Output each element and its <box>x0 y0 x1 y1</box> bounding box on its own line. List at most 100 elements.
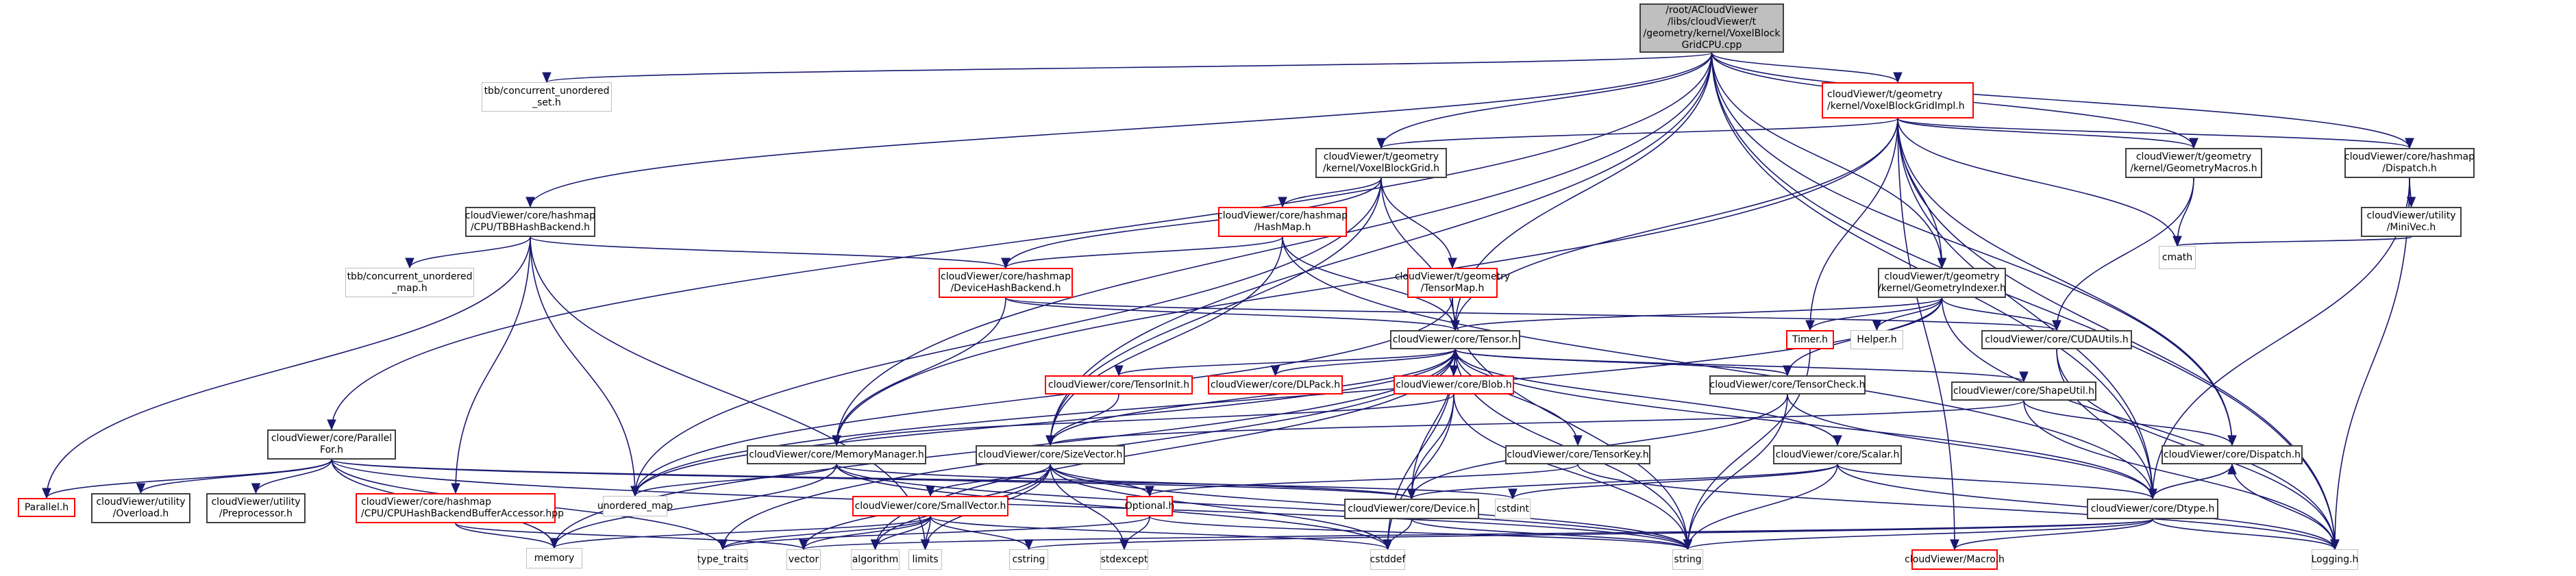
node-tensorinit[interactable]: cloudViewer/core/TensorInit.h <box>1045 375 1193 395</box>
node-overload[interactable]: cloudViewer/utility /Overload.h <box>91 493 190 523</box>
arrowhead-icon <box>451 483 460 494</box>
edge-memmgr-to-cstddef <box>836 464 1389 550</box>
arrowhead-icon <box>2052 320 2061 331</box>
arrowhead-icon <box>405 258 414 269</box>
edge-tensor-to-scalar <box>1454 349 1838 446</box>
node-sizevector[interactable]: cloudViewer/core/SizeVector.h <box>976 445 1125 464</box>
edge-parallelfor-to-parallel <box>46 459 332 499</box>
node-smallvector[interactable]: cloudViewer/core/SmallVector.h <box>852 496 1008 516</box>
node-scalar[interactable]: cloudViewer/core/Scalar.h <box>1773 445 1902 464</box>
edge-shapeutil-to-dispatch <box>2023 400 2233 446</box>
edge-smallvector-to-type_traits <box>722 516 931 550</box>
node-parallel[interactable]: Parallel.h <box>18 498 75 517</box>
arrowhead-icon <box>2227 435 2237 447</box>
arrowhead-icon <box>1407 488 1417 500</box>
edge-dispatch-to-logging <box>2231 464 2336 550</box>
edge-dtype-to-dispatch <box>2152 464 2233 499</box>
node-geom-macros[interactable]: cloudViewer/t/geometry /kernel/GeometryM… <box>2125 148 2262 178</box>
node-optional[interactable]: Optional.h <box>1125 496 1174 516</box>
edge-root-to-sizevector <box>1050 52 1713 446</box>
node-limits[interactable]: limits <box>908 549 942 570</box>
node-algorithm[interactable]: algorithm <box>851 549 900 570</box>
node-cstdint[interactable]: cstdint <box>1495 499 1531 519</box>
arrowhead-icon <box>1383 539 1393 551</box>
node-vbg[interactable]: cloudViewer/t/geometry /kernel/VoxelBloc… <box>1315 148 1447 178</box>
edge-vbg_impl-to-dispatch <box>1897 118 2233 446</box>
node-hm-dispatch[interactable]: cloudViewer/core/hashmap /Dispatch.h <box>2344 148 2475 178</box>
node-preprocessor[interactable]: cloudViewer/utility /Preprocessor.h <box>206 493 306 523</box>
edge-vbg_impl-to-geom_indexer <box>1897 118 1943 268</box>
edge-smallvector-to-cstddef <box>930 516 1389 550</box>
node-cmath[interactable]: cmath <box>2159 246 2196 269</box>
node-device[interactable]: cloudViewer/core/Device.h <box>1344 499 1479 519</box>
arrowhead-icon <box>1114 365 1124 377</box>
node-tbb-set[interactable]: tbb/concurrent_unordered _set.h <box>482 82 612 112</box>
node-tensor[interactable]: cloudViewer/core/Tensor.h <box>1390 330 1520 349</box>
arrowhead-icon <box>2405 138 2414 149</box>
node-blob[interactable]: cloudViewer/core/Blob.h <box>1394 375 1514 395</box>
node-timer[interactable]: Timer.h <box>1786 330 1834 349</box>
node-unordered-map[interactable]: unordered_map <box>597 496 673 516</box>
edge-minivec-to-cmath <box>2177 236 2412 247</box>
node-tbb-backend[interactable]: cloudViewer/core/hashmap /CPU/TBBHashBac… <box>465 207 595 237</box>
node-tbb-map[interactable]: tbb/concurrent_unordered _map.h <box>345 268 474 297</box>
edge-scalar-to-device <box>1411 464 1838 499</box>
edge-tbb_backend-to-unordered_map <box>530 236 636 497</box>
node-type-traits[interactable]: type_traits <box>697 549 748 570</box>
arrowhead-icon <box>1376 138 1386 149</box>
edge-geom_indexer-to-cudautils <box>1941 297 2057 331</box>
node-vector[interactable]: vector <box>787 549 821 570</box>
edge-sizevector-to-cstddef <box>1050 464 1389 550</box>
edge-root-to-tbb_set <box>546 52 1713 83</box>
edge-hashmap-to-sizevector <box>1050 236 1283 446</box>
node-tensorcheck[interactable]: cloudViewer/core/TensorCheck.h <box>1709 375 1866 395</box>
arrowhead-icon <box>2019 371 2029 383</box>
arrowhead-icon <box>1001 258 1011 269</box>
node-memory[interactable]: memory <box>526 548 582 568</box>
arrowhead-icon <box>136 483 146 494</box>
edge-vbg_impl-to-hm_dispatch <box>1897 118 2410 149</box>
edge-dtype-to-logging <box>2152 518 2336 550</box>
node-tensorkey[interactable]: cloudViewer/core/TensorKey.h <box>1505 445 1650 464</box>
node-device-backend[interactable]: cloudViewer/core/hashmap /DeviceHashBack… <box>939 268 1073 298</box>
edge-scalar-to-logging <box>1837 464 2336 550</box>
edge-tensorcheck-to-string <box>1687 394 1788 550</box>
arrowhead-icon <box>926 486 935 497</box>
node-root[interactable]: /root/ACloudViewer /libs/cloudViewer/t /… <box>1639 3 1784 53</box>
node-dispatch[interactable]: cloudViewer/core/Dispatch.h <box>2162 445 2303 464</box>
edge-device_backend-to-memmgr <box>836 297 1006 446</box>
node-macro[interactable]: cloudViewer/Macro.h <box>1905 549 2005 570</box>
node-tensormap[interactable]: cloudViewer/t/geometry /TensorMap.h <box>1395 268 1510 298</box>
node-string[interactable]: string <box>1672 549 1703 570</box>
edge-parallelfor-to-preprocessor <box>255 459 332 494</box>
arrowhead-icon <box>251 483 261 494</box>
edge-scalar-to-string <box>1687 464 1838 550</box>
edge-tensormap-to-unordered_map <box>634 297 1453 497</box>
edge-device_backend-to-tensor <box>1005 297 1456 331</box>
node-geom-indexer[interactable]: cloudViewer/t/geometry /kernel/GeometryI… <box>1878 268 2006 298</box>
node-dtype[interactable]: cloudViewer/core/Dtype.h <box>2087 499 2218 519</box>
node-logging[interactable]: Logging.h <box>2312 549 2358 570</box>
arrowhead-icon <box>1145 486 1154 497</box>
node-cstring[interactable]: cstring <box>1009 549 1048 570</box>
arrowhead-icon <box>799 539 808 551</box>
node-memmgr[interactable]: cloudViewer/core/MemoryManager.h <box>747 445 926 464</box>
node-dlpack[interactable]: cloudViewer/core/DLPack.h <box>1208 375 1343 395</box>
node-parallelfor[interactable]: cloudViewer/core/Parallel For.h <box>267 429 396 460</box>
edge-root-to-dispatch <box>1711 52 2233 446</box>
node-vbg-impl[interactable]: cloudViewer/t/geometry /kernel/VoxelBloc… <box>1822 82 1974 118</box>
node-helper[interactable]: Helper.h <box>1850 330 1903 349</box>
edge-vbg_impl-to-geom_macros <box>1897 118 2194 149</box>
edge-dtype-to-string <box>1687 518 2153 550</box>
node-cstddef[interactable]: cstddef <box>1370 549 1405 570</box>
edge-tbb_backend-to-tbb_map <box>409 236 531 268</box>
node-stdexcept[interactable]: stdexcept <box>1100 549 1148 570</box>
node-cpu-accessor[interactable]: cloudViewer/core/hashmap /CPU/CPUHashBac… <box>356 493 564 523</box>
node-hashmap[interactable]: cloudViewer/core/hashmap /HashMap.h <box>1217 207 1348 237</box>
node-cudautils[interactable]: cloudViewer/core/CUDAUtils.h <box>1981 330 2132 349</box>
node-shapeutil[interactable]: cloudViewer/core/ShapeUtil.h <box>1951 381 2096 401</box>
edge-vbg-to-sizevector <box>1050 177 1382 446</box>
node-minivec[interactable]: cloudViewer/utility /MiniVec.h <box>2361 207 2462 237</box>
edge-scalar-to-dtype <box>1837 464 2153 499</box>
arrowhead-icon <box>525 197 535 208</box>
